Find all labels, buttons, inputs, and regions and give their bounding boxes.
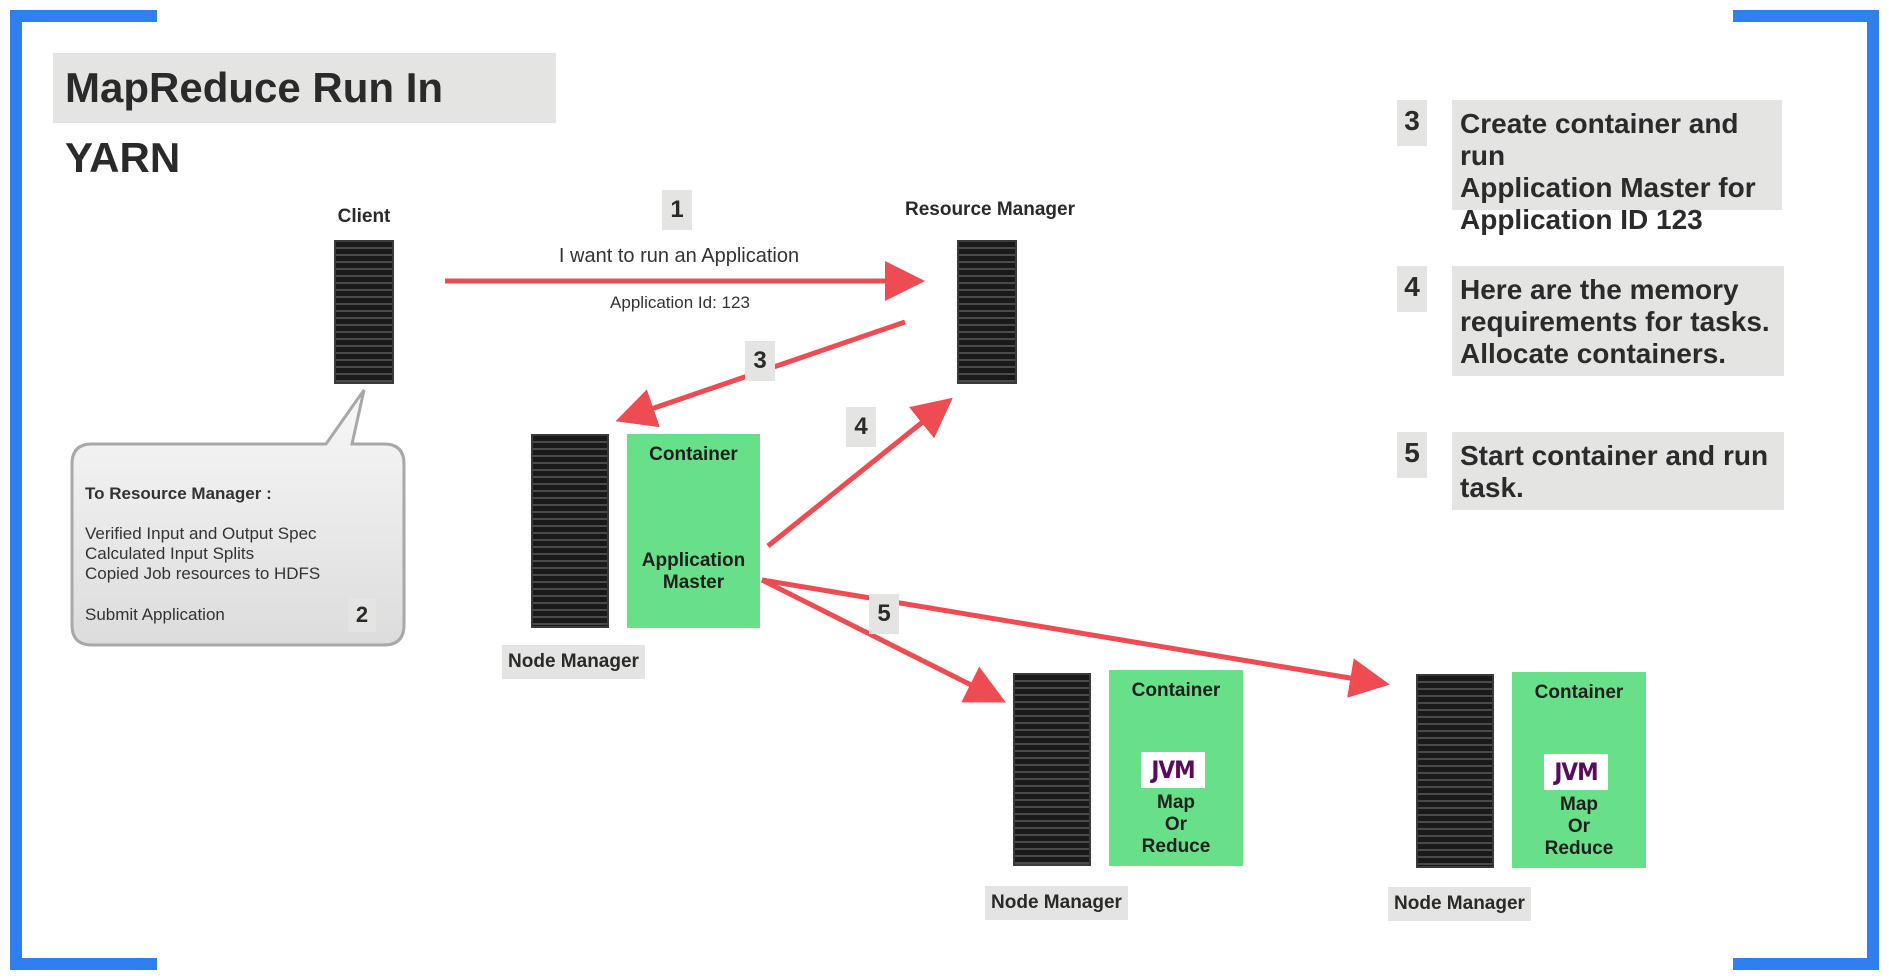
step1-response: Application Id: 123 [610,293,750,312]
arrow-step5-a [760,577,1006,703]
frame-bracket-top-right [1733,10,1879,970]
step4-number: 4 [846,407,876,447]
legend-4-line1: Here are the memory [1460,274,1739,305]
legend-3-text: Create container and run Application Mas… [1452,100,1782,235]
step2-number: 2 [348,598,376,632]
page-title: MapReduce Run In YARN [53,53,556,181]
legend-5-line1: Start container and run [1460,440,1769,471]
step1-message: I want to run an Application [558,245,800,267]
task-3-line2: Or [1567,816,1591,837]
frame-bracket-top-left [10,10,157,970]
legend-3-line2: Application Master for [1460,172,1756,203]
legend-4-line3: Allocate containers. [1460,338,1727,369]
node-manager-2-label: Node Manager [985,886,1128,920]
legend-3-number: 3 [1397,100,1427,146]
bubble-line-2: Calculated Input Splits [85,544,255,563]
resource-manager-label: Resource Manager [904,199,1075,220]
resource-manager-server-icon [957,240,1017,384]
node-manager-1-server-icon [531,434,609,628]
bubble-line-1: Verified Input and Output Spec [85,524,317,543]
legend-5-line2: task. [1460,472,1524,503]
task-2-line3: Reduce [1141,836,1211,857]
node-manager-3-server-icon [1416,674,1494,868]
task-3-line3: Reduce [1544,838,1614,859]
step5-number: 5 [869,594,899,634]
legend-4-number: 4 [1397,266,1427,312]
legend-3-line3: Application ID 123 [1460,204,1703,235]
legend-4-text: Here are the memory requirements for tas… [1452,266,1784,376]
task-2-line1: Map [1157,792,1195,813]
client-server-icon [334,240,394,384]
node-manager-2-server-icon [1013,673,1091,866]
bubble-line-3: Copied Job resources to HDFS [85,564,321,583]
arrow-step4 [766,397,953,548]
container-2-title: Container [1131,680,1221,701]
application-master-line2: Master [662,572,725,593]
legend-4-line2: requirements for tasks. [1460,306,1770,337]
container-3-title: Container [1534,682,1624,703]
container-application-master [627,434,760,628]
legend-5-number: 5 [1397,432,1427,478]
node-manager-3-label: Node Manager [1388,887,1531,921]
jvm-logo-2: JVM [1141,752,1205,788]
arrow-step5-b [761,577,1390,698]
bubble-submit: Submit Application [85,605,225,624]
container-1-title: Container [649,444,738,465]
jvm-logo-3: JVM [1544,754,1608,790]
task-2-line2: Or [1164,814,1188,835]
legend-3-line1: Create container and run [1460,108,1739,171]
step3-number: 3 [745,341,775,381]
step1-number: 1 [662,190,692,230]
task-3-line1: Map [1560,794,1598,815]
bubble-heading: To Resource Manager : [85,484,272,503]
client-label: Client [337,206,391,227]
legend-5-text: Start container and run task. [1452,432,1784,510]
application-master-line1: Application [641,550,746,571]
node-manager-1-label: Node Manager [502,645,645,679]
